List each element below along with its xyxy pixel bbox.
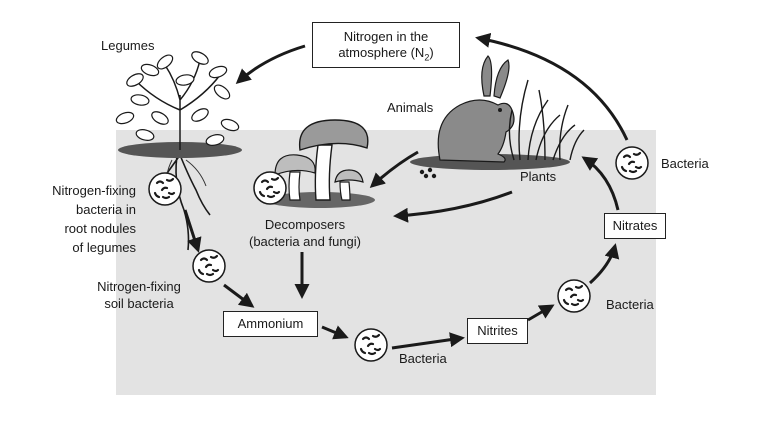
arrow-bacteria-to-nitrites [391,332,465,350]
mushroom-illustration [265,119,375,208]
bacteria-label-right: Bacteria [606,297,654,312]
arrow-soil-bacteria-to-ammonium [223,283,255,308]
nodule-label-line1: Nitrogen-fixing [52,183,136,198]
bacteria-label-top-right: Bacteria [661,156,709,171]
nitrite-bacteria-icon [556,278,592,314]
arrow-ammonium-to-bacteria [321,325,349,340]
soil-bacteria-icon [191,248,227,284]
bacteria-label-bottom: Bacteria [399,351,447,366]
decomposer-bacteria-icon [252,170,288,206]
decomposers-line1: Decomposers [264,217,346,232]
nodule-bacteria-icon [147,171,183,207]
nodule-label-line3: root nodules [64,221,136,236]
atmosphere-line2: atmosphere (N2) [338,45,434,63]
arrow-bacteria-to-plants [581,156,620,211]
arrow-nodules-to-soil-bacteria [183,209,202,253]
nodule-label-line4: of legumes [72,240,136,255]
nodule-bacteria-label: Nitrogen-fixing bacteria in root nodules… [30,181,136,257]
arrow-animals-to-decomposers [369,150,419,189]
soil-label-line1: Nitrogen-fixing [97,279,181,294]
nitrates-box: Nitrates [604,213,666,239]
grass-plants-illustration [508,79,585,161]
ammonium-bacteria-icon [353,327,389,363]
decomposers-label: Decomposers (bacteria and fungi) [240,216,370,250]
arrow-nitrites-to-bacteria [527,304,555,322]
animals-label: Animals [387,100,434,115]
arrow-bacteria-to-nitrates [588,243,620,285]
nitrites-box: Nitrites [467,318,528,344]
atmosphere-line1: Nitrogen in the [343,29,429,44]
legumes-label: Legumes [101,38,155,53]
legume-plant-illustration [115,51,242,251]
decomposers-line2: (bacteria and fungi) [248,234,361,249]
ammonium-box: Ammonium [223,311,318,337]
plants-label: Plants [520,169,557,184]
rabbit-illustration [410,55,570,179]
soil-bacteria-label: Nitrogen-fixing soil bacteria [84,278,194,312]
arrow-atmosphere-to-legumes [235,44,306,84]
arrow-bacteria-to-atmosphere [475,32,629,141]
nodule-label-line2: bacteria in [76,202,136,217]
soil-label-line2: soil bacteria [104,296,174,311]
atmosphere-box: Nitrogen in the atmosphere (N2) [312,22,460,68]
arrow-plants-to-decomposers [393,190,513,223]
nitrate-bacteria-icon [614,145,650,181]
